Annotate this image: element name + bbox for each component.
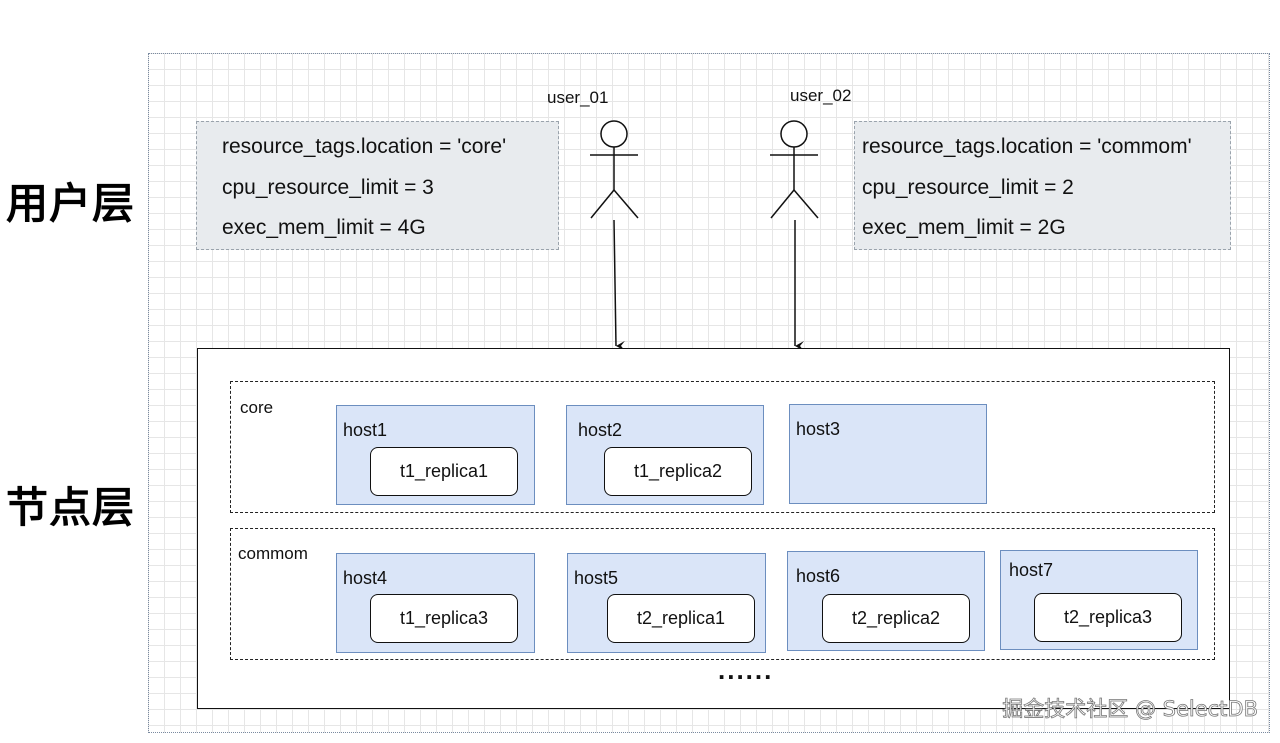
replica-box: t2_replica2 — [822, 594, 970, 643]
host-box: host2 t1_replica2 — [566, 405, 764, 505]
user-01-mem-limit: exec_mem_limit = 4G — [222, 216, 426, 239]
host-box: host7 t2_replica3 — [1000, 550, 1198, 650]
user-layer-title: 用户层 — [6, 179, 136, 228]
replica-box: t1_replica3 — [370, 594, 518, 643]
replica-box: t2_replica3 — [1034, 593, 1182, 642]
replica-box: t1_replica2 — [604, 447, 752, 496]
group-core-label: core — [240, 398, 274, 417]
host-box: host5 t2_replica1 — [567, 553, 766, 653]
user-02-actor-icon — [770, 120, 819, 219]
user-01-config-box: resource_tags.location = 'core' cpu_reso… — [196, 121, 559, 250]
watermark: 掘金技术社区 @ SelectDB — [1002, 697, 1259, 722]
user-02-resource-tags: resource_tags.location = 'commom' — [862, 135, 1192, 158]
host-label: host1 — [343, 420, 388, 440]
user-02-label: user_02 — [790, 86, 852, 105]
node-layer-title: 节点层 — [6, 483, 136, 532]
user-02-mem-limit: exec_mem_limit = 2G — [862, 216, 1066, 239]
replica-box: t2_replica1 — [607, 594, 755, 643]
host-label: host7 — [1009, 560, 1054, 580]
host-label: host5 — [574, 568, 619, 588]
host-label: host4 — [343, 568, 388, 588]
user-01-actor-icon — [590, 120, 639, 219]
host-label: host3 — [796, 419, 841, 439]
host-box: host6 t2_replica2 — [787, 551, 985, 651]
host-label: host6 — [796, 566, 841, 586]
user-01-label: user_01 — [547, 88, 609, 107]
user-01-resource-tags: resource_tags.location = 'core' — [222, 135, 507, 158]
group-commom-label: commom — [238, 544, 308, 563]
user-02-config-box: resource_tags.location = 'commom' cpu_re… — [854, 121, 1231, 250]
user-02-cpu-limit: cpu_resource_limit = 2 — [862, 176, 1074, 199]
user-01-cpu-limit: cpu_resource_limit = 3 — [222, 176, 434, 199]
host-box: host1 t1_replica1 — [336, 405, 535, 505]
user-01-arrow — [613, 219, 626, 351]
more-hosts-ellipsis: ...... — [718, 655, 774, 685]
host-box: host4 t1_replica3 — [336, 553, 535, 653]
host-label: host2 — [578, 420, 623, 440]
host-box: host3 — [789, 404, 987, 504]
replica-box: t1_replica1 — [370, 447, 518, 496]
